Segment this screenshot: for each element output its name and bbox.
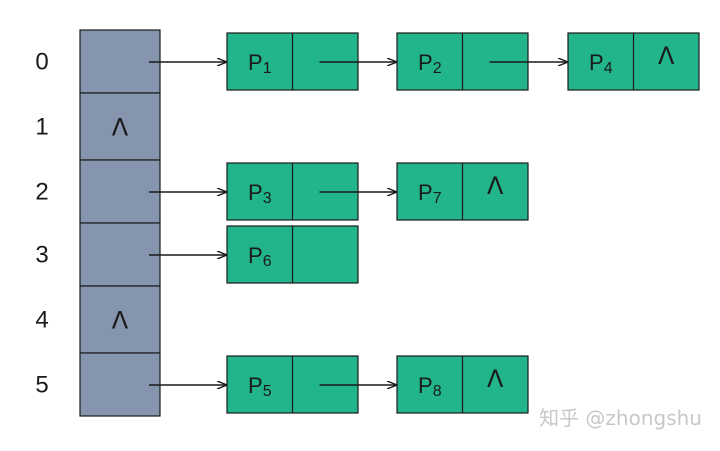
node-null-P7: Λ [487, 172, 504, 200]
node-label-P5: P5 [248, 373, 272, 400]
node-label-P8: P8 [418, 373, 442, 400]
bucket-cell-1 [79, 92, 161, 161]
node-label-P1: P1 [248, 50, 272, 77]
node-null-P4: Λ [658, 42, 675, 70]
node-label-P3: P3 [248, 180, 272, 207]
node-subscript: 6 [263, 253, 272, 270]
bucket-null-4: Λ [112, 307, 129, 335]
node-subscript: 3 [263, 190, 272, 207]
node-subscript: 5 [263, 383, 272, 400]
bucket-index-1: 1 [35, 114, 48, 141]
node-letter: P [248, 180, 263, 205]
bucket-cell-0 [79, 29, 161, 94]
node-subscript: 1 [263, 60, 272, 77]
node-label-P6: P6 [248, 243, 272, 270]
node-letter: P [589, 50, 604, 75]
node-letter: P [248, 50, 263, 75]
node-letter: P [418, 180, 433, 205]
bucket-index-3: 3 [35, 242, 48, 269]
bucket-cell-3 [79, 222, 161, 287]
node-letter: P [248, 243, 263, 268]
node-label-P7: P7 [418, 180, 442, 207]
bucket-index-2: 2 [35, 179, 48, 206]
node-letter: P [418, 50, 433, 75]
bucket-null-1: Λ [112, 114, 129, 142]
node-letter: P [248, 373, 263, 398]
bucket-cell-2 [79, 159, 161, 224]
bucket-cell-4 [79, 285, 161, 354]
bucket-index-4: 4 [35, 307, 48, 334]
node-label-P4: P4 [589, 50, 613, 77]
node-letter: P [418, 373, 433, 398]
node-subscript: 8 [433, 383, 442, 400]
node-subscript: 2 [433, 60, 442, 77]
bucket-index-0: 0 [35, 49, 48, 76]
node-null-P8: Λ [487, 365, 504, 393]
watermark: 知乎 @zhongshu [539, 406, 702, 430]
node-label-P2: P2 [418, 50, 442, 77]
node-subscript: 7 [433, 190, 442, 207]
bucket-index-5: 5 [35, 372, 48, 399]
bucket-cell-5 [79, 352, 161, 417]
node-subscript: 4 [604, 60, 613, 77]
